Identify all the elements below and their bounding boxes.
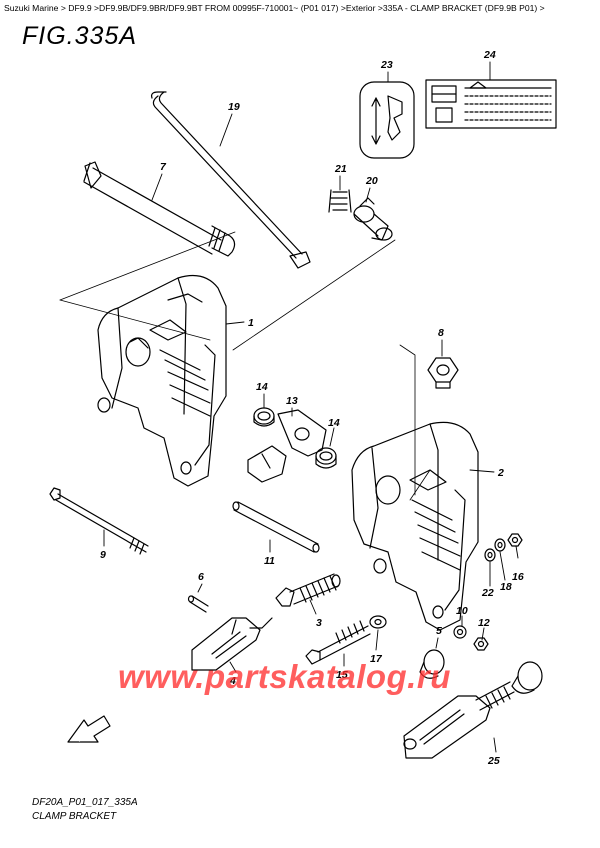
callout-22[interactable]: 22 [481,587,494,599]
part-17-washer[interactable] [369,615,387,629]
callout-20[interactable]: 20 [365,175,378,187]
callout-9[interactable]: 9 [100,549,106,561]
part-11-pin[interactable] [232,501,320,553]
part-5-pad[interactable] [419,649,445,679]
part-6-pin[interactable] [187,595,209,613]
part-19-rod[interactable] [151,91,311,269]
callout-24[interactable]: 24 [483,49,496,61]
part-21-spring[interactable] [328,189,352,213]
leader-lines [103,61,519,753]
callout-6[interactable]: 6 [198,571,204,583]
part-14-bushing-a[interactable] [253,407,275,427]
part-24-label[interactable] [425,79,557,129]
breadcrumb[interactable]: Suzuki Marine > DF9.9 >DF9.9B/DF9.9BR/DF… [4,3,545,13]
callout-3[interactable]: 3 [316,617,322,629]
part-9-bolt[interactable] [49,487,149,555]
callout-21[interactable]: 21 [334,163,347,175]
callout-2[interactable]: 2 [497,467,504,479]
part-7-shaft[interactable] [83,161,236,257]
callout-11[interactable]: 11 [264,555,275,567]
part-2-right-bracket[interactable] [351,421,479,631]
callout-13[interactable]: 13 [286,395,298,407]
part-22-washer[interactable] [484,548,496,562]
callout-17[interactable]: 17 [370,653,383,665]
part-3-screw[interactable] [275,573,341,607]
callout-25[interactable]: 25 [487,755,500,767]
part-12-nut[interactable] [473,637,489,651]
callout-1[interactable]: 1 [248,317,254,329]
part-18-washer[interactable] [494,538,506,552]
part-16-nut[interactable] [507,533,523,547]
part-23-knob[interactable] [359,81,415,159]
callout-19[interactable]: 19 [228,101,240,113]
diagram-caption: CLAMP BRACKET [32,811,117,822]
part-25-handle-assembly[interactable] [403,661,543,759]
fwd-arrow-icon [67,715,111,743]
callout-4[interactable]: 4 [229,675,236,687]
part-1-left-bracket[interactable] [97,275,227,487]
callout-23[interactable]: 23 [380,59,393,71]
reference-lines [59,231,431,501]
callout-18[interactable]: 18 [500,581,512,593]
part-15-bolt[interactable] [305,620,371,665]
part-8-nut[interactable] [427,357,459,389]
figure-title: FIG.335A [22,22,137,50]
callout-16[interactable]: 16 [512,571,524,583]
diagram-code: DF20A_P01_017_335A [32,797,138,808]
part-4-handle[interactable] [191,617,273,671]
part-14-bushing-b[interactable] [315,447,337,469]
callout-10[interactable]: 10 [456,605,468,617]
callout-15[interactable]: 15 [336,669,348,681]
callout-14a[interactable]: 14 [256,381,268,393]
callout-8[interactable]: 8 [438,327,444,339]
callout-12[interactable]: 12 [478,617,490,629]
callout-7[interactable]: 7 [160,161,167,173]
part-10-washer[interactable] [453,625,467,639]
part-20-plunger[interactable] [353,197,393,241]
callout-5[interactable]: 5 [436,625,442,637]
callout-14b[interactable]: 14 [328,417,340,429]
watermark: www.partskatalog.ru [118,658,451,695]
part-13-lever[interactable] [247,409,327,483]
